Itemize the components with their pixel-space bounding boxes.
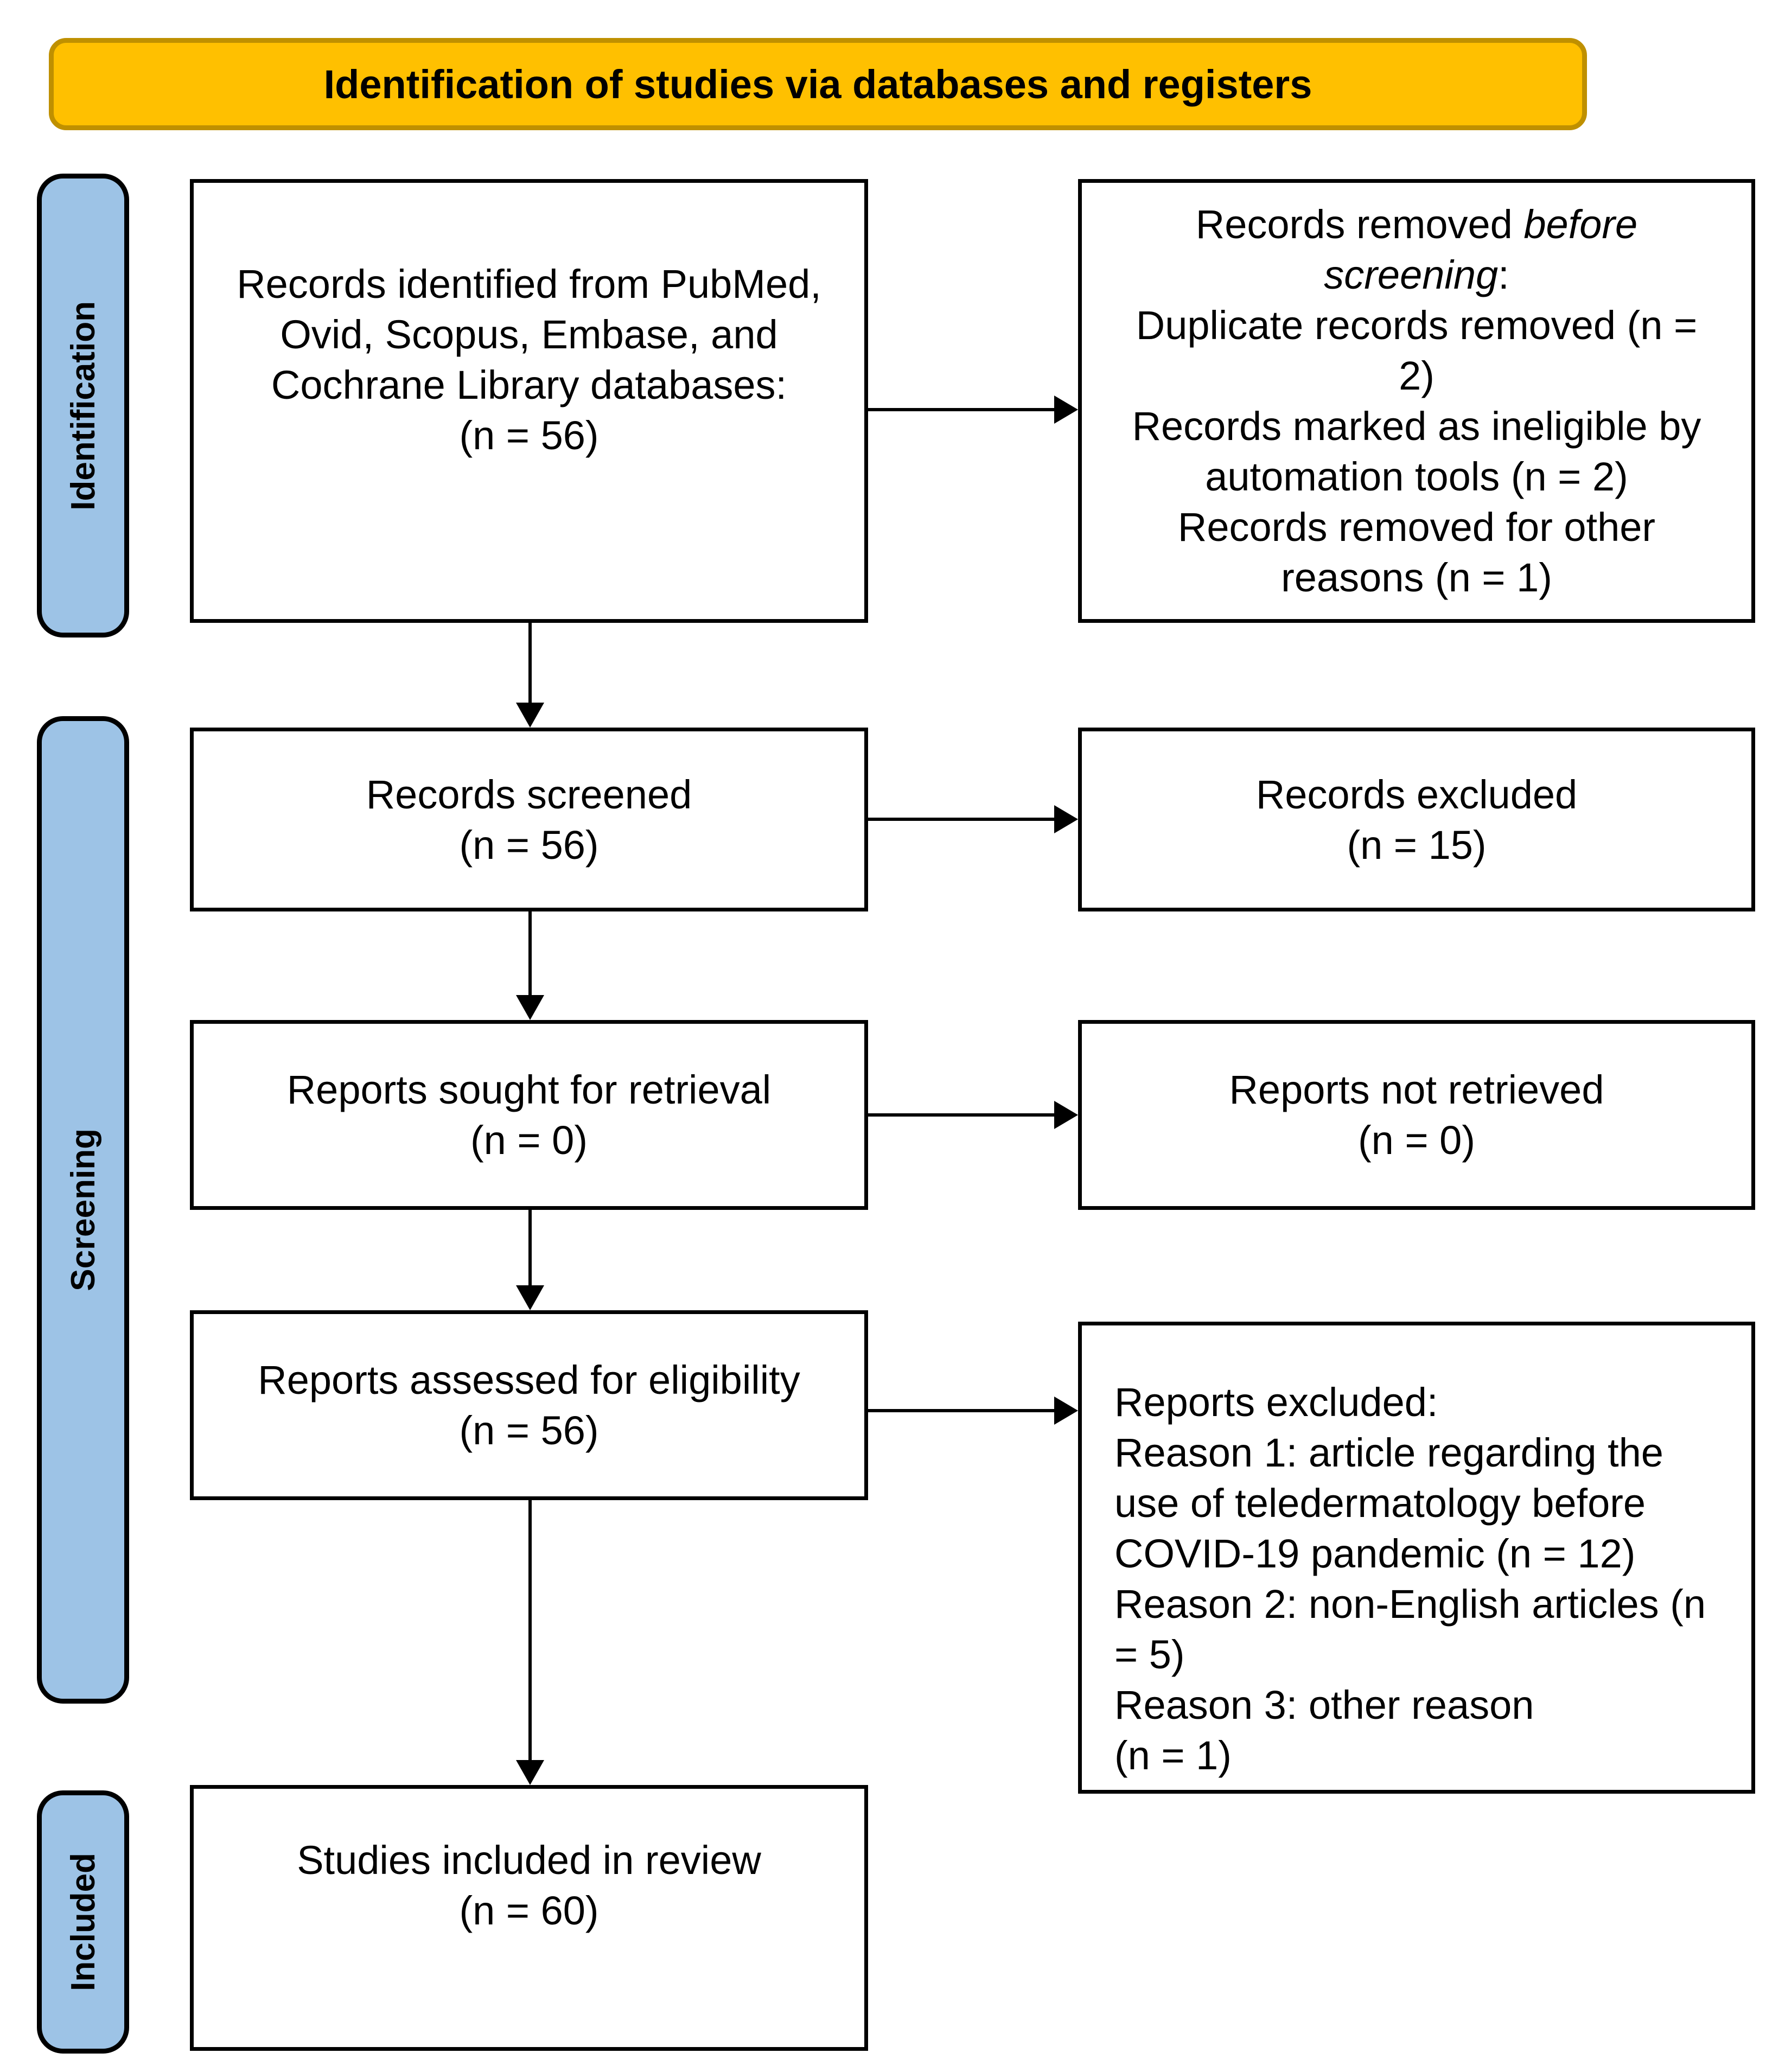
box-line: (n = 0) xyxy=(1358,1118,1475,1163)
arrow-screened-to-excluded xyxy=(868,818,1054,821)
stage-bar-screening: Screening xyxy=(37,716,129,1704)
box-line: reasons (n = 1) xyxy=(1281,555,1552,600)
box-line: Reason 2: non-English articles (n xyxy=(1114,1582,1706,1627)
box-line: (n = 56) xyxy=(459,413,599,458)
box-line: = 5) xyxy=(1114,1632,1185,1677)
box-records-removed-before-screening: Records removed before screening: Duplic… xyxy=(1078,179,1755,623)
arrow-identified-to-removed xyxy=(868,408,1054,411)
stage-bar-identification: Identification xyxy=(37,174,129,637)
box-line: Records identified from PubMed, xyxy=(237,262,821,307)
box-line: Records removed for other xyxy=(1177,505,1656,550)
box-reports-not-retrieved: Reports not retrieved (n = 0) xyxy=(1078,1020,1755,1210)
box-reports-sought: Reports sought for retrieval (n = 0) xyxy=(190,1020,868,1210)
box-line: (n = 0) xyxy=(470,1118,588,1163)
box-line: Studies included in review xyxy=(297,1838,761,1883)
box-line: COVID-19 pandemic (n = 12) xyxy=(1114,1531,1636,1576)
arrow-identified-to-screened xyxy=(528,623,532,703)
box-studies-included: Studies included in review (n = 60) xyxy=(190,1785,868,2051)
box-line: Reason 1: article regarding the xyxy=(1114,1430,1663,1475)
box-reports-excluded: Reports excluded: Reason 1: article rega… xyxy=(1078,1322,1755,1794)
box-line-segment: Records removed xyxy=(1195,202,1524,247)
box-line: Reports not retrieved xyxy=(1229,1067,1604,1112)
box-line: 2) xyxy=(1399,353,1435,398)
stage-bar-included: Included xyxy=(37,1790,129,2054)
box-line-segment: : xyxy=(1498,252,1509,297)
box-line: Reports sought for retrieval xyxy=(286,1067,772,1112)
box-line: Records removed before xyxy=(1082,199,1751,250)
box-line: (n = 56) xyxy=(459,1408,599,1453)
box-line-segment-italic: screening xyxy=(1324,252,1499,297)
box-line: (n = 56) xyxy=(459,822,599,868)
box-line: (n = 1) xyxy=(1114,1733,1232,1778)
banner-title-text: Identification of studies via databases … xyxy=(323,61,1312,107)
box-reports-assessed: Reports assessed for eligibility (n = 56… xyxy=(190,1310,868,1500)
arrow-screened-to-sought xyxy=(528,911,532,995)
box-line: Records screened xyxy=(366,772,692,817)
box-line: Reports assessed for eligibility xyxy=(258,1357,800,1402)
box-records-screened: Records screened (n = 56) xyxy=(190,728,868,911)
box-line: Records excluded xyxy=(1255,772,1578,817)
box-line: Ovid, Scopus, Embase, and xyxy=(280,312,778,357)
box-records-excluded: Records excluded (n = 15) xyxy=(1078,728,1755,911)
box-line: (n = 60) xyxy=(459,1888,599,1933)
box-line: (n = 15) xyxy=(1347,822,1487,868)
box-line: Cochrane Library databases: xyxy=(271,362,787,407)
arrow-sought-to-not-retrieved xyxy=(868,1113,1054,1117)
box-line: screening: xyxy=(1082,250,1751,300)
stage-label-included: Included xyxy=(64,1853,102,1991)
box-line: Duplicate records removed (n = xyxy=(1136,303,1698,348)
arrow-sought-to-assessed xyxy=(528,1210,532,1285)
box-line: Reports excluded: xyxy=(1114,1380,1438,1425)
box-records-identified: Records identified from PubMed, Ovid, Sc… xyxy=(190,179,868,623)
box-line: use of teledermatology before xyxy=(1114,1481,1646,1526)
stage-label-identification: Identification xyxy=(64,301,102,511)
arrow-assessed-to-included xyxy=(528,1500,532,1760)
box-line: Records marked as ineligible by xyxy=(1132,404,1701,449)
stage-label-screening: Screening xyxy=(64,1129,102,1291)
banner-title: Identification of studies via databases … xyxy=(49,38,1587,130)
box-line-segment-italic: before xyxy=(1523,202,1638,247)
box-line: Reason 3: other reason xyxy=(1114,1682,1534,1727)
arrow-assessed-to-reports-excluded xyxy=(868,1409,1054,1412)
box-line: automation tools (n = 2) xyxy=(1205,454,1628,499)
